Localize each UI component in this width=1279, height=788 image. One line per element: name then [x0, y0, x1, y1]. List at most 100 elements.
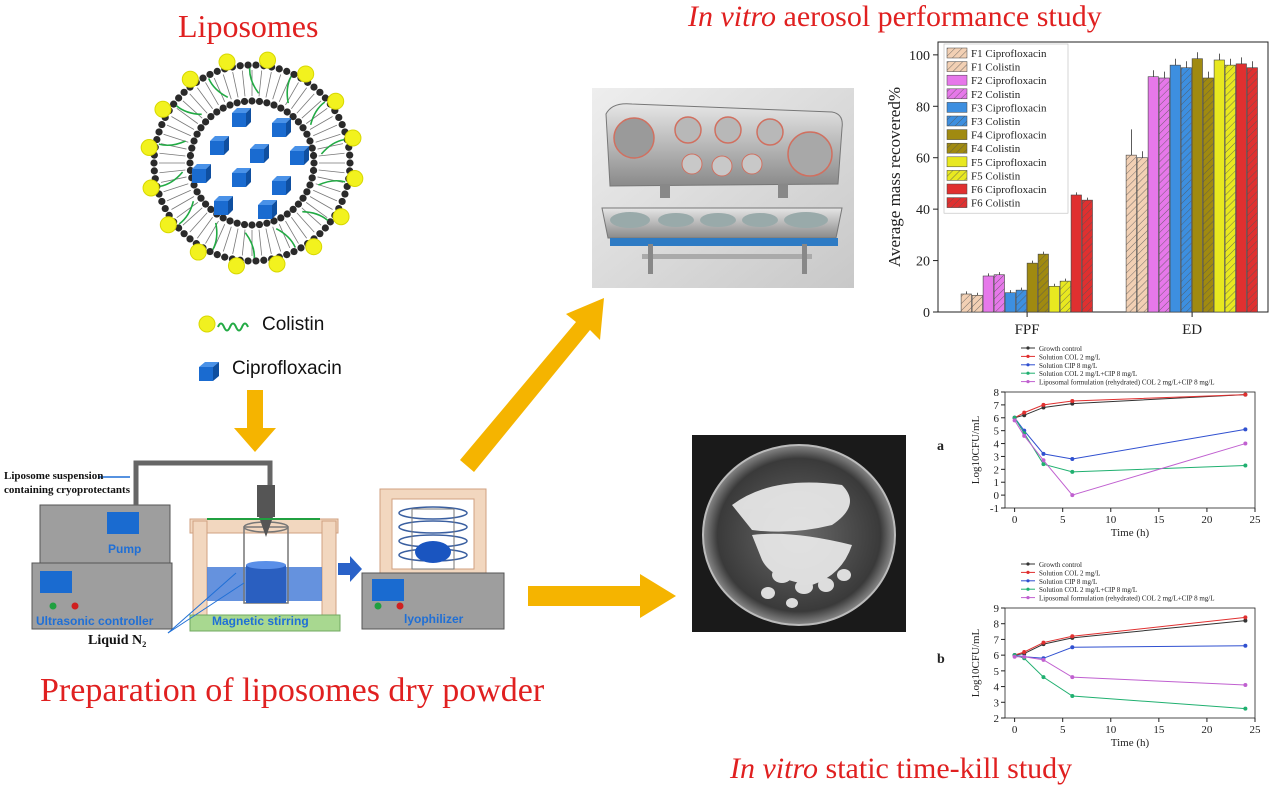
- lipid-head: [289, 112, 297, 121]
- data-point: [1070, 634, 1075, 639]
- y-axis-label: Log10CFU/mL: [970, 628, 982, 697]
- lipid-head: [186, 151, 195, 160]
- lipid-head: [236, 62, 244, 70]
- colistin-chain: [175, 104, 202, 116]
- series-line: [1014, 394, 1246, 419]
- lipid-head: [219, 214, 227, 222]
- legend-swatch: [946, 61, 968, 72]
- x-tick-label: 20: [1201, 724, 1213, 736]
- y-tick-label: 1: [994, 477, 1000, 489]
- lipid-tail: [272, 226, 282, 252]
- data-point: [1041, 451, 1046, 456]
- lipid-head: [310, 83, 318, 91]
- legend-swatch: [946, 88, 968, 100]
- y-tick-label: 80: [916, 100, 930, 115]
- data-point: [1070, 675, 1075, 680]
- lipid-head: [248, 97, 256, 105]
- colistin-head: [259, 51, 277, 69]
- ciprofloxacin-cube: [192, 164, 211, 183]
- lipid-head: [310, 159, 318, 167]
- colistin-chain: [212, 222, 218, 250]
- colistin-head: [327, 92, 345, 110]
- colistin-head: [140, 138, 158, 156]
- lipid-head: [197, 124, 205, 132]
- lipid-head: [290, 70, 298, 79]
- lipid-tail: [291, 216, 307, 239]
- lipid-head: [308, 174, 316, 182]
- lipid-tail: [313, 189, 338, 202]
- lipid-head: [213, 108, 221, 116]
- lipid-tail: [163, 183, 189, 193]
- lipid-head: [180, 230, 188, 238]
- lipid-tail: [258, 70, 263, 97]
- y-tick-label: 9: [994, 603, 1000, 615]
- colistin-legend-icon: [198, 315, 249, 333]
- lipid-head: [299, 194, 307, 202]
- data-point: [1243, 441, 1248, 446]
- legend-marker: [1026, 596, 1030, 600]
- lipid-tail: [159, 152, 186, 157]
- legend-swatch: [946, 156, 968, 168]
- lipid-tail: [318, 152, 345, 157]
- x-tick-label: 0: [1012, 514, 1018, 526]
- bar: [1246, 67, 1258, 313]
- series-line: [1014, 417, 1246, 473]
- data-point: [1041, 657, 1046, 662]
- lipid-head: [213, 251, 221, 259]
- legend-entry: F3 Ciprofloxacin: [971, 102, 1047, 114]
- y-tick-label: 8: [994, 387, 1000, 399]
- colistin-head: [344, 129, 362, 147]
- ciprofloxacin-cube: [210, 136, 229, 155]
- panel-label: a: [937, 439, 944, 454]
- colistin-head: [181, 70, 199, 88]
- legend-marker: [1026, 587, 1030, 591]
- bar: [971, 294, 983, 313]
- bar: [1059, 280, 1071, 313]
- lipid-tail: [159, 169, 186, 174]
- y-tick-label: 40: [916, 203, 930, 218]
- lipid-head: [201, 118, 210, 126]
- legend-marker: [1026, 363, 1030, 367]
- lipid-head: [306, 181, 314, 189]
- lipid-head: [240, 97, 249, 106]
- colistin-chain: [302, 210, 329, 222]
- colistin-chain: [159, 171, 184, 188]
- ciprofloxacin-cube: [272, 118, 291, 137]
- lipid-tail: [272, 74, 282, 100]
- lipid-tail: [182, 100, 203, 119]
- lipid-head: [158, 120, 166, 129]
- ciprofloxacin-cube: [290, 146, 309, 165]
- legend-entry: Liposomal formulation (rehydrated) COL 2…: [1039, 379, 1214, 387]
- lipid-head: [175, 224, 183, 232]
- lipid-head: [188, 144, 196, 152]
- lipid-head: [270, 217, 278, 225]
- x-tick-label: 5: [1060, 724, 1066, 736]
- legend-marker: [1026, 371, 1030, 375]
- ciprofloxacin-cube: [214, 196, 233, 215]
- lipid-head: [240, 220, 249, 229]
- data-point: [1012, 654, 1017, 659]
- lipid-head: [277, 104, 285, 112]
- lipid-head: [233, 99, 241, 107]
- aerosol-title-italic: In vitro: [688, 0, 777, 33]
- lipid-head: [297, 244, 305, 252]
- y-tick-label: 6: [994, 413, 1000, 425]
- legend-entry: Solution CIP 8 mg/L: [1039, 362, 1097, 370]
- y-axis-label: Average mass recovered%: [885, 87, 904, 267]
- y-tick-label: 4: [994, 439, 1000, 451]
- colistin-chain: [286, 76, 292, 104]
- x-tick-label: 25: [1250, 724, 1262, 736]
- data-point: [1041, 675, 1046, 680]
- legend-marker: [1026, 562, 1030, 566]
- lipid-tail: [232, 71, 239, 98]
- legend-entry: F2 Colistin: [971, 89, 1021, 101]
- y-tick-label: 3: [994, 697, 1000, 709]
- colistin-head: [305, 238, 323, 256]
- lipid-head: [263, 99, 271, 107]
- data-point: [1070, 493, 1075, 498]
- bar: [1191, 58, 1203, 313]
- data-point: [1022, 433, 1027, 438]
- lipid-tail: [296, 93, 315, 114]
- lipid-tail: [278, 224, 291, 249]
